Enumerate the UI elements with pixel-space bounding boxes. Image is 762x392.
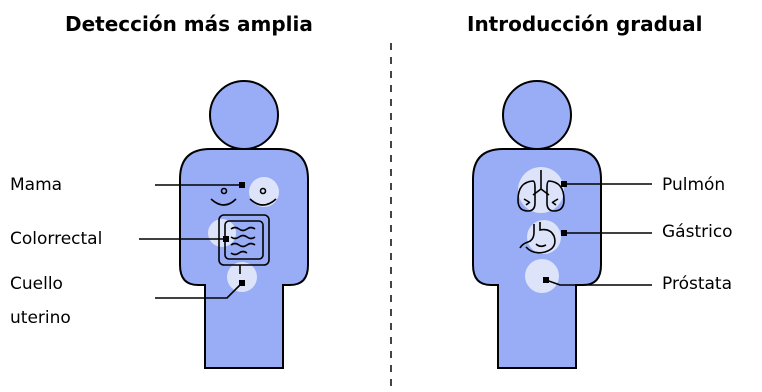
- left-heading: Detección más amplia: [65, 12, 313, 36]
- label-cervix-line2: uterino: [10, 308, 71, 328]
- breast-highlight: [249, 177, 279, 207]
- intestine-icon: [218, 214, 270, 274]
- right-figure: [472, 80, 652, 369]
- prostate-marker: [543, 277, 549, 283]
- right-figure-body: [472, 148, 602, 369]
- cervix-connector: [155, 282, 243, 299]
- left-figure-head: [209, 80, 279, 150]
- lung-icon: [517, 170, 565, 212]
- prostate-connector: [545, 279, 652, 286]
- label-prostate: Próstata: [662, 274, 732, 294]
- right-figure-head: [502, 80, 572, 150]
- cervix-highlight: [227, 262, 257, 292]
- stomach-icon: [519, 222, 556, 254]
- left-figure: [139, 80, 309, 369]
- label-lung: Pulmón: [662, 175, 726, 195]
- label-breast: Mama: [10, 175, 63, 195]
- colorectal-marker: [223, 236, 229, 242]
- label-cervix-line1: Cuello: [10, 274, 63, 294]
- label-colorectal: Colorrectal: [10, 229, 103, 249]
- breast-marker: [239, 182, 245, 188]
- gastric-marker: [561, 230, 567, 236]
- prostate-highlight: [525, 259, 559, 293]
- cervix-marker: [239, 280, 245, 286]
- lung-marker: [561, 181, 567, 187]
- colorectal-highlight: [208, 219, 236, 247]
- right-heading: Introducción gradual: [467, 12, 703, 36]
- breast-icon: [210, 187, 277, 206]
- gastric-highlight: [527, 220, 561, 254]
- label-gastric: Gástrico: [662, 222, 733, 242]
